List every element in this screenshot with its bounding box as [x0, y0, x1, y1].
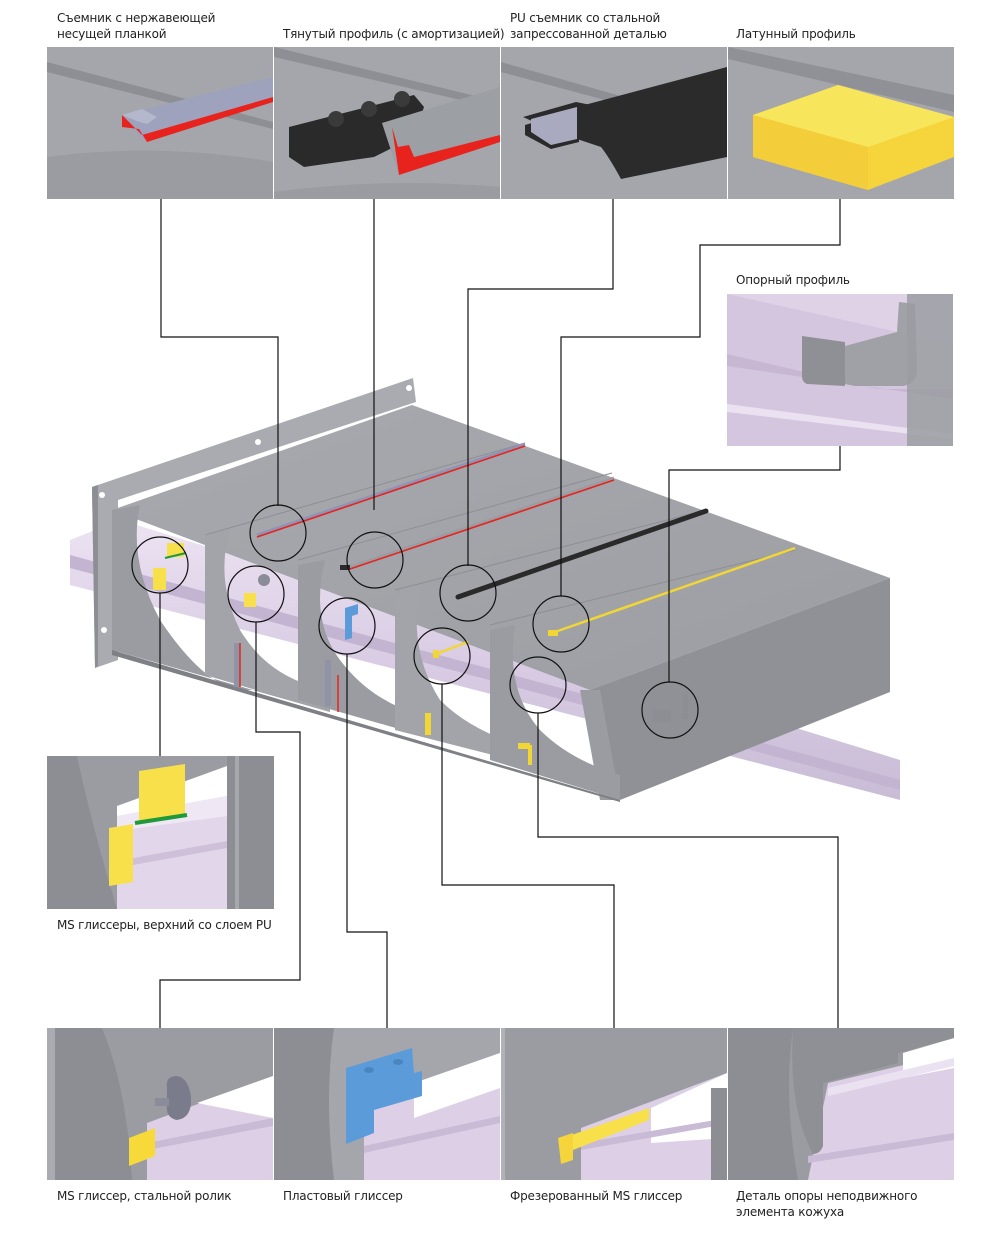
detail-panel-stainless-wiper	[47, 47, 273, 199]
detail-panel-brass-profile	[728, 47, 954, 199]
detail-panel-milled-ms-glider	[501, 1028, 727, 1180]
detail-panel-pu-wiper	[501, 47, 727, 199]
label-ms-gliders-pu: MS глиссеры, верхний со слоем PU	[57, 918, 272, 932]
label-plastic-glider: Пластовый глиссер	[283, 1189, 403, 1203]
detail-panel-drawn-profile	[274, 47, 500, 199]
label-stainless-wiper: Съемник с нержавеющей несущей планкой	[57, 11, 216, 41]
detail-panel-ms-glider-roller	[47, 1028, 273, 1180]
label-drawn-profile: Тянутый профиль (с амортизацией)	[283, 27, 505, 41]
label-pu-wiper: PU съемник со стальной запрессованной де…	[510, 11, 667, 41]
detail-panel-ms-gliders-pu	[47, 756, 274, 909]
label-brass-profile: Латунный профиль	[736, 27, 856, 41]
detail-panel-support-profile	[727, 294, 953, 446]
label-ms-glider-roller: MS глиссер, стальной ролик	[57, 1189, 232, 1203]
detail-panel-plastic-glider	[274, 1028, 500, 1180]
label-milled-ms-glider: Фрезерованный MS глиссер	[510, 1189, 683, 1203]
detail-panel-fixed-support	[728, 1028, 954, 1180]
label-support-profile: Опорный профиль	[736, 273, 850, 287]
label-fixed-support-detail: Деталь опоры неподвижного элемента кожух…	[736, 1189, 918, 1219]
